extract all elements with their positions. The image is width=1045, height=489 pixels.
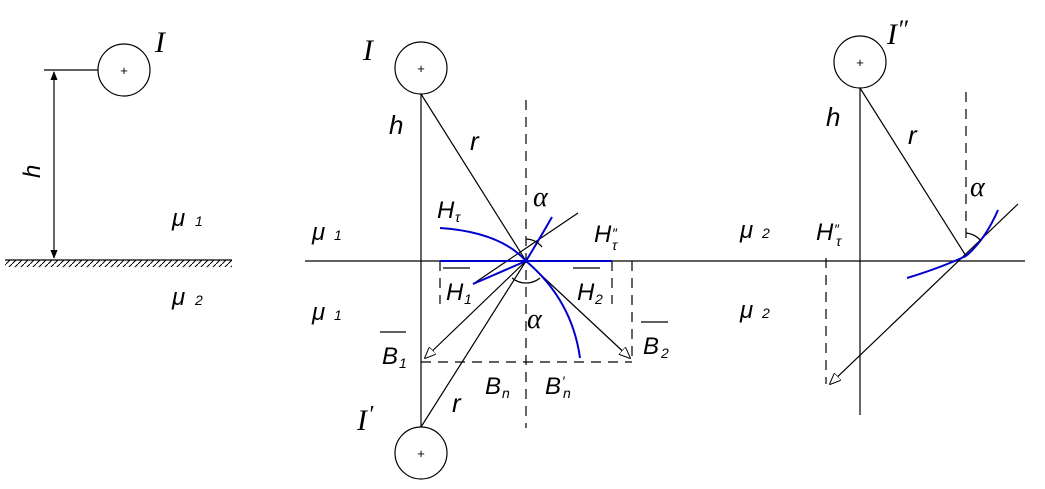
label-r-lower: r	[452, 388, 462, 418]
angle-arc-upper	[525, 238, 543, 248]
svg-text:B: B	[643, 333, 659, 360]
plus-sign-I-double-prime: +	[856, 55, 864, 70]
left-figure: + I h μ 1 μ 2	[5, 26, 232, 311]
label-alpha-upper: α	[533, 182, 549, 213]
svg-text:B: B	[382, 343, 398, 370]
svg-text:′: ′	[368, 402, 374, 428]
svg-text:H: H	[594, 221, 612, 248]
label-r-right: r	[908, 120, 918, 150]
svg-text:H: H	[437, 197, 455, 224]
svg-text:μ: μ	[739, 297, 753, 324]
radius-line-right	[859, 87, 967, 257]
label-H2: H 2	[573, 267, 603, 307]
label-I-double-prime: I ″	[886, 15, 909, 51]
svg-text:2: 2	[660, 345, 669, 361]
label-mu1-left: μ 1	[171, 205, 203, 232]
label-H1: H 1	[443, 267, 472, 307]
svg-text:1: 1	[195, 213, 203, 229]
field-line-right-lower	[906, 255, 967, 279]
label-mu1-lower: μ 1	[311, 299, 342, 326]
plus-sign-left: +	[120, 63, 128, 78]
svg-text:n: n	[502, 385, 510, 401]
label-mu2-lower: μ 2	[739, 297, 770, 324]
plus-sign-I: +	[417, 61, 425, 76]
svg-text:2: 2	[761, 305, 770, 321]
svg-text:1: 1	[464, 291, 472, 307]
angle-arc-right	[965, 232, 982, 242]
label-mu2-upper: μ 2	[739, 217, 770, 244]
radius-line-lower	[420, 260, 527, 428]
svg-text:H: H	[577, 279, 595, 306]
label-I-prime: I ′	[356, 402, 374, 437]
svg-text:I: I	[356, 404, 369, 437]
right-figure: + I ″ h r α μ 2 μ 2 H ″ τ	[739, 15, 1019, 415]
label-H-tau: H τ	[437, 197, 461, 225]
svg-text:τ: τ	[455, 209, 461, 225]
label-r-upper: r	[470, 126, 480, 156]
svg-text:H: H	[446, 279, 464, 306]
svg-text:τ: τ	[612, 237, 618, 253]
svg-text:″: ″	[612, 225, 618, 241]
ground-hatch	[5, 260, 232, 267]
label-H-tau-double-prime: H ″ τ	[816, 219, 842, 249]
svg-text:1: 1	[399, 355, 407, 371]
label-I: I	[362, 34, 375, 67]
field-line-upper-curve	[439, 227, 527, 262]
plus-sign-I-prime: +	[417, 446, 425, 461]
label-Bn-prime: B ′ n	[545, 373, 571, 401]
svg-text:μ: μ	[311, 219, 325, 246]
label-h-right: h	[826, 102, 840, 132]
svg-text:B: B	[545, 373, 561, 400]
tangent-line	[472, 212, 579, 285]
field-line-upper-tangent	[525, 216, 553, 262]
svg-text:2: 2	[194, 292, 203, 308]
svg-text:I: I	[886, 18, 899, 51]
svg-text:″: ″	[897, 15, 909, 44]
vector-B1	[425, 260, 527, 358]
label-I-left: I	[154, 26, 167, 59]
field-line-H1	[472, 260, 527, 285]
svg-text:″: ″	[834, 221, 840, 237]
label-h-middle: h	[389, 110, 403, 140]
label-B1: B 1	[380, 331, 407, 371]
svg-text:τ: τ	[836, 233, 842, 249]
field-line-right-upper	[965, 209, 999, 257]
svg-text:μ: μ	[171, 205, 185, 232]
svg-text:1: 1	[334, 307, 342, 323]
label-H-tau-prime: H ″ τ	[594, 221, 618, 253]
label-alpha-lower: α	[527, 304, 543, 335]
svg-text:B: B	[485, 373, 501, 400]
svg-text:1: 1	[334, 227, 342, 243]
field-line-lower-curve	[525, 260, 581, 359]
middle-figure: + I + I ′ h r	[305, 34, 1025, 480]
label-Bn: B n	[485, 373, 510, 401]
svg-text:′: ′	[562, 373, 566, 389]
angle-arc-lower	[511, 277, 541, 284]
label-mu2-left: μ 2	[171, 284, 203, 311]
refracted-line	[830, 203, 1019, 384]
label-mu1-upper: μ 1	[311, 219, 342, 246]
label-B2: B 2	[641, 321, 669, 361]
svg-text:2: 2	[761, 225, 770, 241]
radius-line-upper	[420, 93, 527, 262]
svg-text:H: H	[816, 219, 834, 246]
svg-text:μ: μ	[311, 299, 325, 326]
svg-text:μ: μ	[739, 217, 753, 244]
svg-text:μ: μ	[171, 284, 185, 311]
svg-text:2: 2	[594, 291, 603, 307]
label-alpha-right: α	[970, 172, 986, 203]
svg-text:n: n	[563, 385, 571, 401]
label-h-left: h	[19, 165, 46, 178]
